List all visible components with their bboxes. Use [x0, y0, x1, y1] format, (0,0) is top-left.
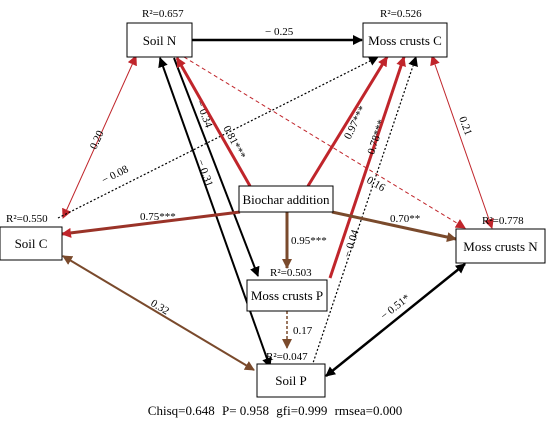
node-soil-n-label: Soil N [143, 33, 177, 48]
node-moss-p: Moss crusts P R²=0.503 [246, 267, 328, 312]
edge-biochar-mossn [331, 210, 457, 242]
node-moss-n-box [455, 228, 546, 264]
node-moss-c-r2: R²=0.526 [380, 8, 422, 20]
node-moss-p-label: Moss crusts P [251, 288, 323, 303]
node-soil-c-box [0, 226, 63, 261]
edge-label-soiln-soilp: − 0.31 [194, 158, 215, 189]
edge-label-mossp-mossc: 0.78*** [365, 118, 387, 156]
node-soil-p-r2: R²=0.047 [266, 351, 308, 363]
node-moss-n-label: Moss crusts N [463, 239, 538, 254]
node-moss-c-box [362, 22, 448, 58]
edge-label-biochar-soilc: 0.75*** [140, 211, 176, 223]
edge-label-soilp-mossn: − 0.51* [378, 292, 412, 322]
node-moss-n: Moss crusts N R²=0.778 [455, 215, 546, 264]
node-moss-c: Moss crusts C R²=0.526 [362, 8, 448, 58]
edge-soiln-soilc [62, 55, 137, 219]
node-soil-p: Soil P R²=0.047 [256, 351, 326, 398]
node-soil-p-box [256, 363, 326, 398]
node-soil-c-label: Soil C [15, 236, 48, 251]
node-moss-c-label: Moss crusts C [368, 33, 442, 48]
fit-rmsea: rmsea=0.000 [334, 403, 403, 418]
node-soil-n-box [126, 22, 193, 58]
node-moss-p-box [246, 279, 328, 312]
fit-chisq: Chisq=0.648 [147, 403, 215, 418]
edge-label-biochar-mossp: 0.95*** [291, 235, 327, 247]
node-biochar-label: Biochar addition [242, 192, 330, 207]
node-soil-n-r2: R²=0.657 [142, 8, 184, 20]
fit-p: P= 0.958 [221, 403, 270, 418]
node-biochar-box [238, 185, 334, 213]
node-moss-n-r2: R²=0.778 [482, 215, 524, 227]
edge-biochar-soiln [175, 57, 252, 187]
node-soil-n: Soil N R²=0.657 [126, 8, 193, 58]
edge-biochar-mossc [306, 56, 389, 187]
edge-soilp-mossn [325, 263, 466, 377]
edge-soiln-mossn [183, 56, 466, 229]
edge-label-soiln-soilc: 0.20 [88, 128, 107, 151]
fit-gfi: gfi=0.999 [276, 403, 328, 418]
node-biochar: Biochar addition [238, 185, 334, 213]
node-moss-p-r2: R²=0.503 [270, 267, 312, 279]
edge-label-mossp-soilp: 0.17 [293, 325, 313, 337]
node-soil-c-r2: R²=0.550 [6, 213, 48, 225]
edge-biochar-soilc [61, 210, 241, 238]
edge-soilc-soilp [62, 255, 255, 371]
edge-mossp-mossc [328, 56, 406, 279]
edge-soiln-mossp [173, 57, 260, 277]
edge-label-soiln-mossc: − 0.25 [265, 26, 294, 38]
edge-mossc-mossn [430, 55, 494, 229]
edge-label-biochar-mossn: 0.70** [390, 213, 420, 225]
edge-label-soiln-mossn: 0.16 [365, 174, 388, 194]
node-soil-c: Soil C R²=0.550 [0, 213, 63, 261]
model-fit-statistics: Chisq=0.648 P= 0.958 gfi=0.999 rmsea=0.0… [0, 403, 550, 419]
node-soil-p-label: Soil P [275, 373, 306, 388]
